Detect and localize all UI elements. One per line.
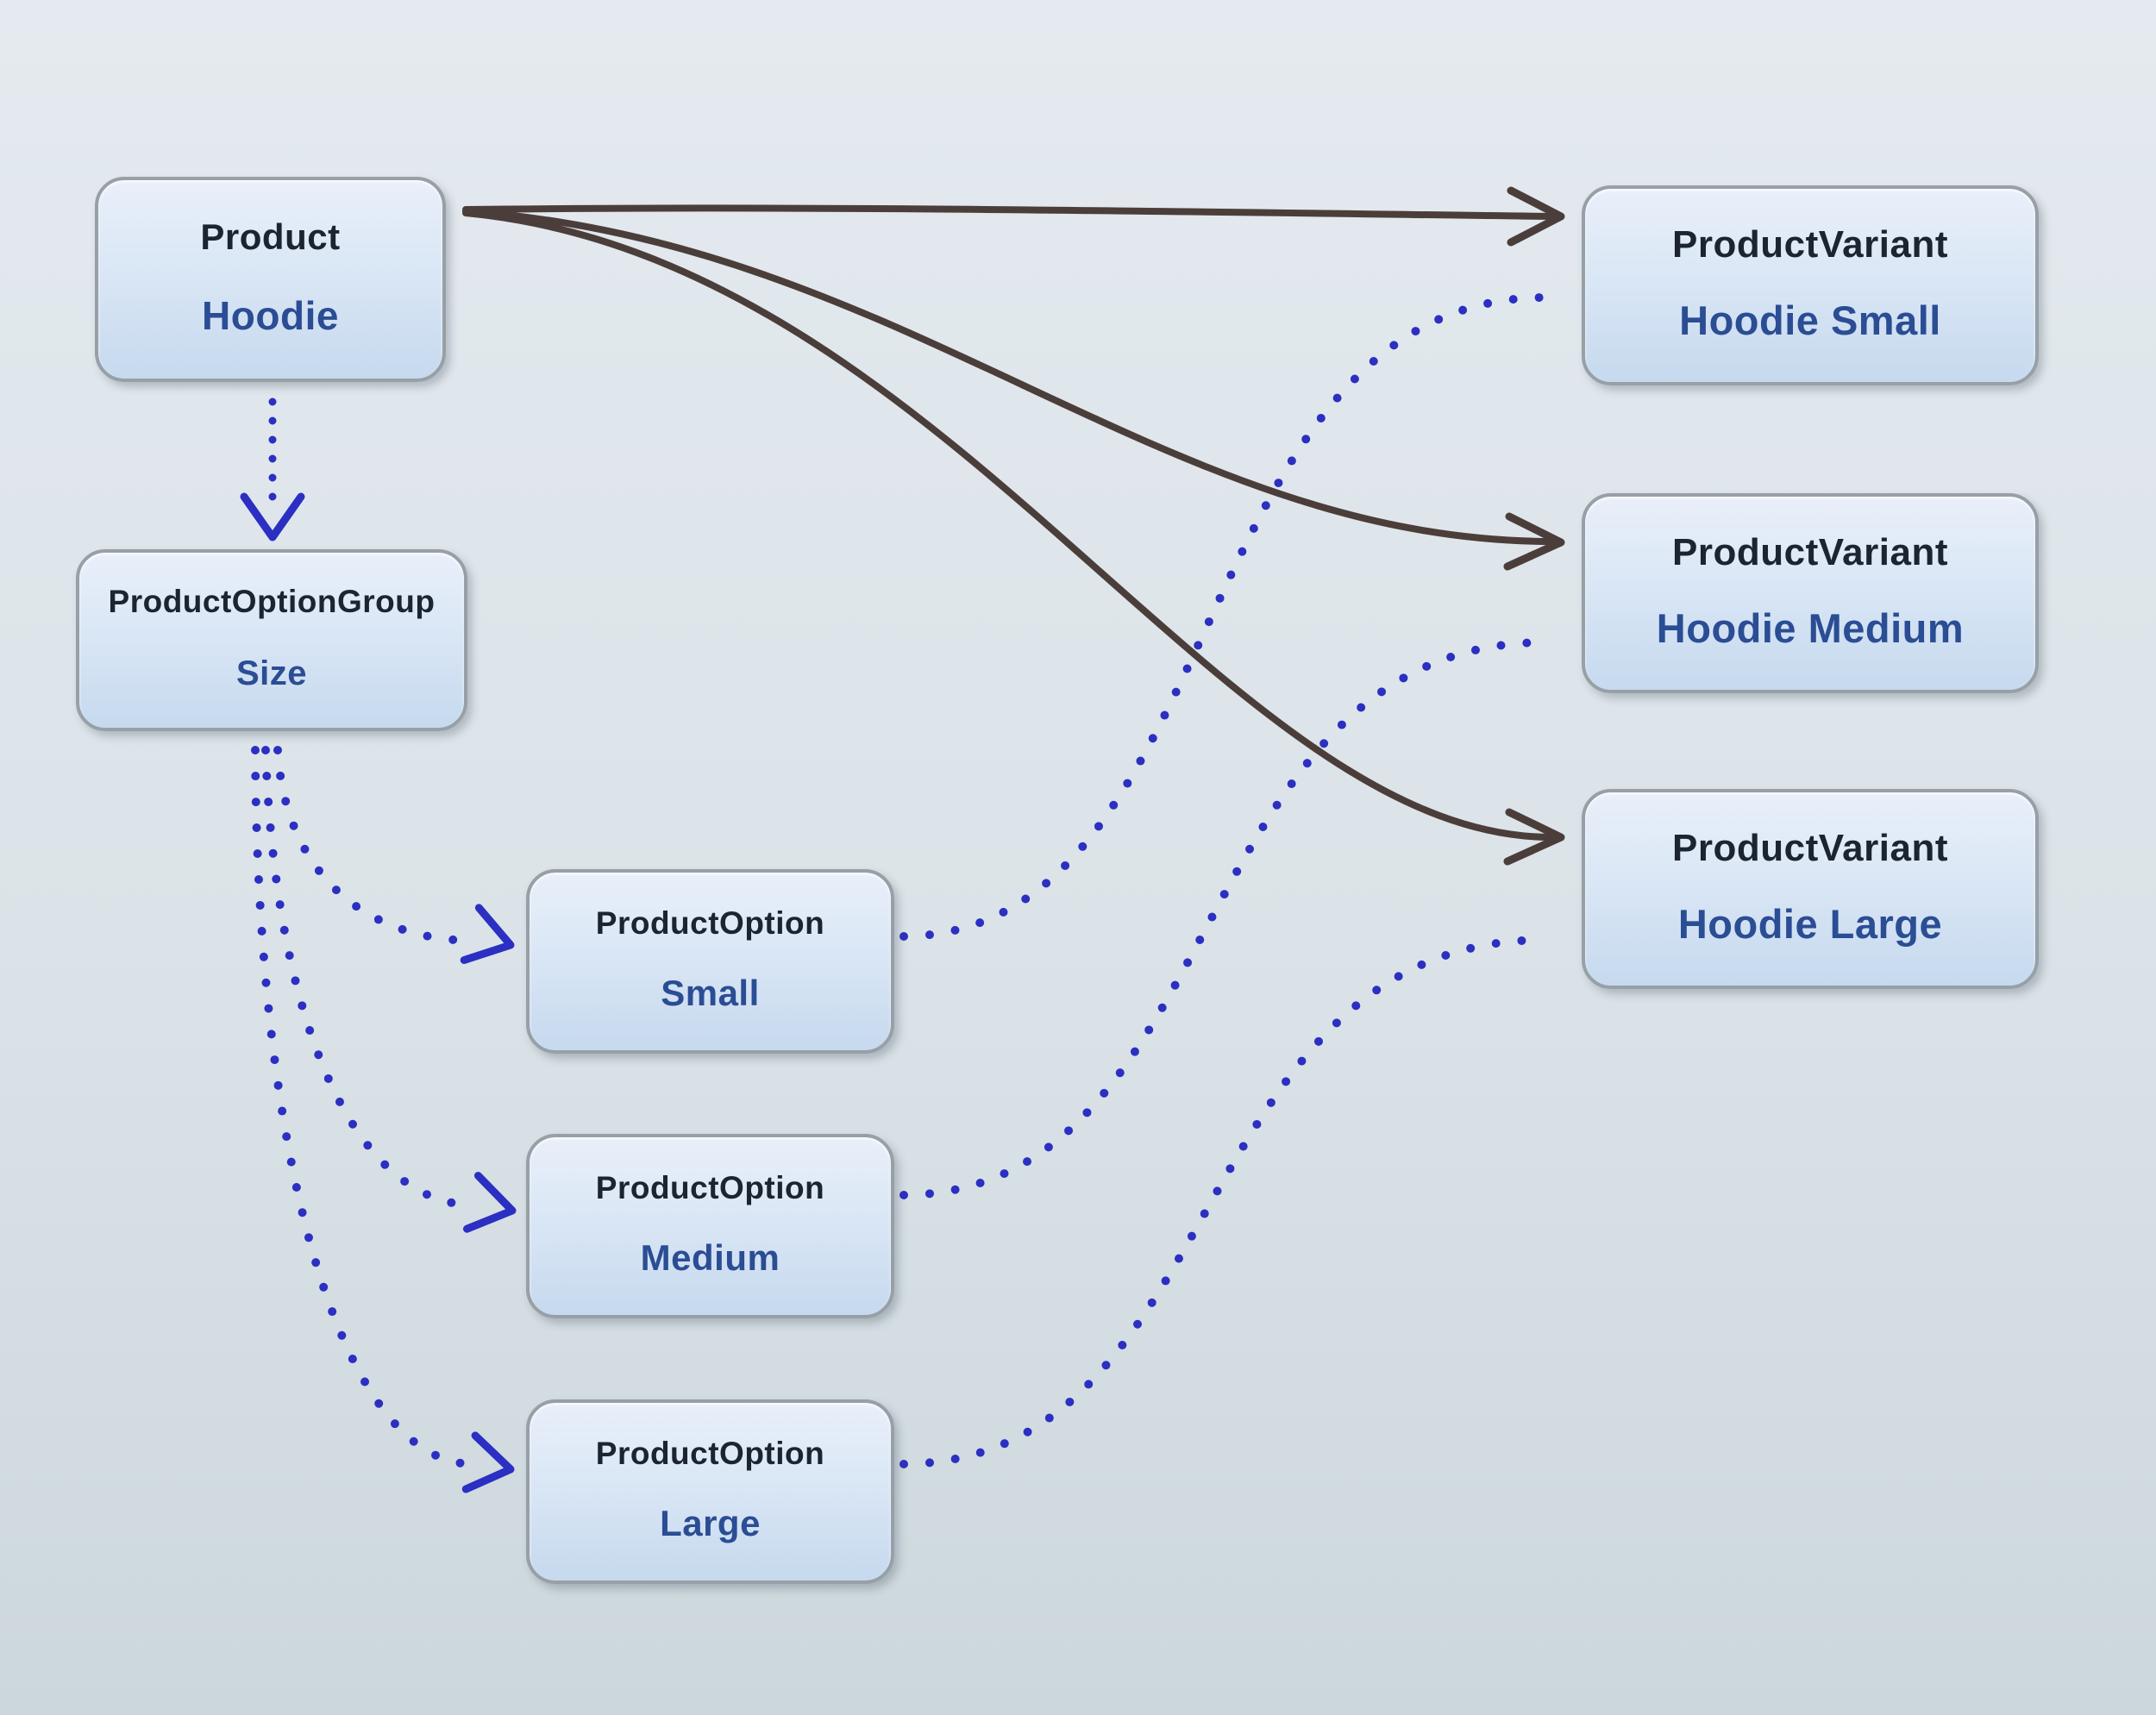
node-value: Medium [640, 1237, 780, 1278]
node-value: Hoodie Large [1677, 901, 1943, 947]
arrowhead-option-large [461, 1431, 515, 1493]
node-value: Hoodie Small [1679, 297, 1941, 343]
node-product: Product Hoodie [95, 177, 446, 382]
edge-product-to-variant-small [462, 204, 1556, 220]
edge-product-to-variant-medium [462, 208, 1556, 545]
node-product-option-group: ProductOptionGroup Size [76, 549, 467, 731]
node-value: Hoodie [202, 293, 339, 338]
node-product-option-large: ProductOption Large [526, 1399, 894, 1584]
edge-option-large-to-variant-large [899, 936, 1550, 1468]
edge-option-small-to-variant-small [899, 293, 1550, 941]
arrowhead-variant-small [1507, 186, 1565, 247]
arrowhead-variant-medium [1503, 512, 1565, 571]
node-title: ProductOption [595, 905, 825, 941]
node-title: ProductVariant [1672, 827, 1948, 869]
edge-group-to-option-small [273, 746, 474, 945]
node-value: Small [661, 973, 760, 1013]
arrowhead-option-group [240, 492, 305, 541]
node-title: ProductVariant [1672, 531, 1948, 573]
node-value: Large [660, 1503, 761, 1543]
node-product-variant-small: ProductVariant Hoodie Small [1582, 185, 2039, 385]
edge-product-to-variant-large [462, 210, 1556, 842]
node-value: Hoodie Medium [1656, 605, 1965, 651]
node-value: Size [235, 654, 308, 692]
arrowhead-variant-large [1503, 808, 1565, 866]
arrowhead-option-medium [463, 1172, 517, 1233]
node-title: ProductOption [595, 1436, 825, 1471]
edge-group-to-option-large [251, 746, 475, 1468]
node-title: ProductVariant [1672, 223, 1948, 266]
node-product-variant-medium: ProductVariant Hoodie Medium [1582, 493, 2039, 693]
node-title: Product [200, 216, 341, 257]
edge-option-medium-to-variant-medium [899, 638, 1550, 1199]
arrowhead-option-small [460, 904, 515, 964]
node-product-option-medium: ProductOption Medium [526, 1134, 894, 1318]
node-product-variant-large: ProductVariant Hoodie Large [1582, 789, 2039, 989]
edge-group-to-option-medium [261, 746, 477, 1210]
node-title: ProductOptionGroup [108, 584, 436, 619]
node-title: ProductOption [595, 1170, 825, 1205]
node-product-option-small: ProductOption Small [526, 869, 894, 1054]
